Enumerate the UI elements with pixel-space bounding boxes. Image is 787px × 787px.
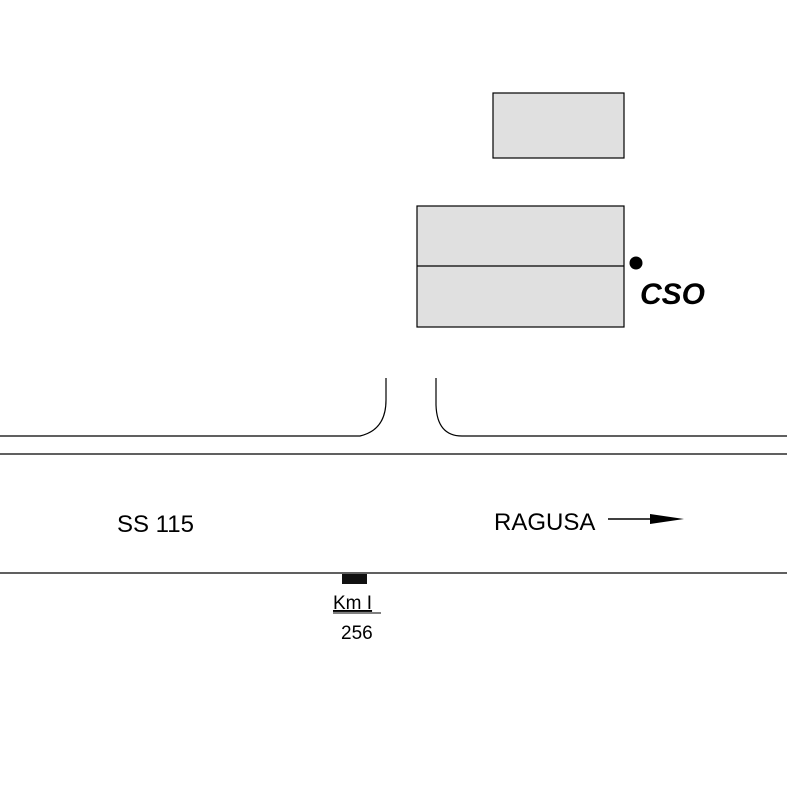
road-name-label: SS 115 (117, 511, 194, 538)
km-marker-icon (342, 574, 367, 584)
arrow-right-icon (608, 514, 684, 524)
station-dot-icon (629, 256, 643, 270)
station-label: CSO (640, 278, 705, 311)
direction-label: RAGUSA (494, 509, 595, 536)
km-unit-label: Km I (333, 593, 372, 614)
building-north (492, 92, 625, 159)
road-edge-north-right (435, 378, 787, 437)
road-edge-north-left (0, 378, 387, 437)
km-value-label: 256 (341, 623, 373, 644)
